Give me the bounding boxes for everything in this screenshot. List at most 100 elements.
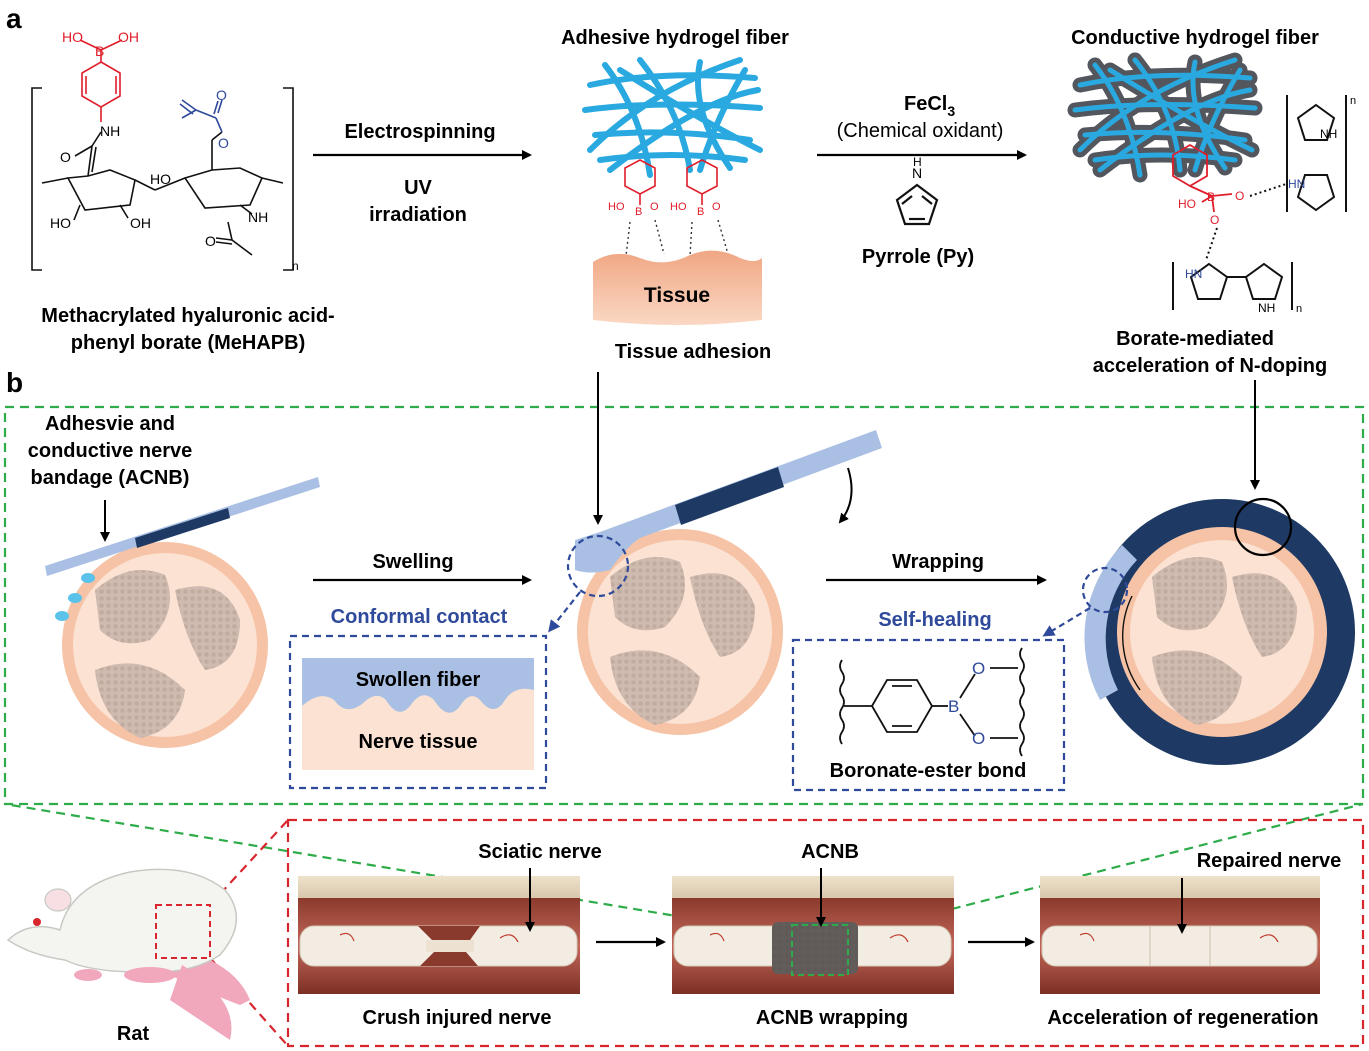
adhesive-fiber-mesh [582, 57, 763, 178]
conductive-borate-labels: HO B O O [1178, 189, 1244, 227]
nerve-cross-section-2 [577, 529, 783, 735]
boronate-ester-structure [839, 647, 1025, 757]
acnb-zoom-box [791, 924, 849, 976]
flat-bandage [45, 477, 320, 576]
atom-ho: HO [62, 29, 83, 45]
atom-ho-ring1: HO [50, 215, 71, 231]
atom-o-meth2: O [218, 135, 229, 151]
panel-a-letter: a [6, 3, 22, 34]
healing-zoom-pointer [1042, 607, 1091, 637]
pyrrole-structure [895, 183, 939, 226]
atom-o-meth1: O [216, 87, 227, 103]
tissue-block [593, 250, 762, 325]
mehapb-caption-line2: phenyl borate (MeHAPB) [71, 332, 305, 354]
adhesive-fiber-title: Adhesive hydrogel fiber [561, 27, 789, 49]
conformal-contact-label: Conformal contact [331, 606, 508, 628]
b-left: B [635, 206, 642, 218]
n-sub-bottom: n [1296, 303, 1302, 315]
sciatic-nerve-label: Sciatic nerve [478, 841, 601, 863]
contact-zoom-circle [566, 534, 630, 598]
ho-conductive: HO [1178, 197, 1196, 211]
panel-b-frame [3, 405, 1365, 806]
bond-o2: O [972, 729, 985, 748]
acnb-wrapping-label: ACNB wrapping [756, 1007, 908, 1029]
atom-o-acetyl: O [205, 233, 216, 249]
o-conductive-1: O [1235, 189, 1244, 203]
tissue-block-crush [298, 876, 580, 994]
mehapb-caption-line1: Methacrylated hyaluronic acid- [41, 305, 334, 327]
electrospinning-label: Electrospinning [344, 121, 495, 143]
ho-right: HO [670, 201, 687, 213]
swelling-label: Swelling [372, 551, 453, 573]
atom-oh-ring1: OH [130, 215, 151, 231]
nh-bottom: NH [1258, 301, 1275, 315]
pyrrole-h: H [913, 155, 922, 169]
mehapb-atom-labels: HO OH B NH O HO OH HO NH O O O n [50, 29, 299, 273]
rat-label: Rat [117, 1023, 150, 1045]
conductive-borate [1172, 143, 1233, 213]
curl-arrow [838, 467, 853, 524]
atom-ho-ring2: HO [150, 171, 171, 187]
hydrogen-bond-dashes [625, 219, 729, 257]
tissue-block-acnb [672, 876, 954, 994]
acnb-caption-line3: bandage (ACNB) [31, 467, 190, 489]
b-right: B [697, 206, 704, 218]
swollen-fiber-label: Swollen fiber [356, 669, 481, 691]
polypyrrole-bottom-labels: HN NH n [1185, 267, 1302, 315]
panel-c-frame [286, 818, 1365, 1048]
green-zoom-line-left [4, 802, 791, 937]
borate-caption-line2: acceleration of N-doping [1093, 355, 1327, 377]
tissue-block-repaired [1040, 876, 1320, 994]
hn-plus-right: HN [1288, 177, 1305, 191]
boronate-atom-labels: B O O [948, 659, 985, 748]
swollen-fiber-area [302, 658, 534, 713]
doping-bonds [1205, 183, 1287, 261]
polypyrrole-bottom [1172, 262, 1293, 310]
polypyrrole-right-labels: NH HN n [1288, 95, 1356, 191]
healing-zoom-circle [1081, 566, 1129, 614]
nerve-cross-section-3 [1084, 499, 1355, 765]
atom-n-subscript: n [292, 259, 299, 273]
atom-oh: OH [118, 29, 139, 45]
mehapb-structure [31, 39, 294, 271]
pyrrole-label: Pyrrole (Py) [862, 246, 974, 268]
bond-o1: O [972, 659, 985, 678]
swollen-bandage [575, 430, 882, 573]
acnb-label: ACNB [801, 841, 859, 863]
o-conductive-2: O [1210, 213, 1219, 227]
ho-left: HO [608, 201, 625, 213]
rat-illustration [6, 868, 250, 1040]
oxidant-desc: (Chemical oxidant) [837, 120, 1004, 142]
pyrrole-n: N [912, 165, 922, 181]
n-sub-right: n [1350, 95, 1356, 107]
acceleration-label: Acceleration of regeneration [1047, 1007, 1318, 1029]
b-conductive: B [1207, 190, 1215, 204]
tissue-adhesion-caption: Tissue adhesion [615, 341, 771, 363]
irradiation-label: irradiation [369, 204, 467, 226]
repaired-nerve-label: Repaired nerve [1197, 850, 1342, 872]
fecl3-label: FeCl3 [904, 93, 955, 119]
hn-plus-bottom: HN [1185, 267, 1202, 281]
doping-zoom-circle [1233, 497, 1293, 557]
self-healing-label: Self-healing [878, 609, 991, 631]
tissue-label: Tissue [644, 284, 710, 307]
nh-upper: NH [1320, 127, 1337, 141]
atom-nh-ring2: NH [248, 209, 268, 225]
contact-zoom-pointer [548, 591, 581, 633]
borate-caption-line1: Borate-mediated [1116, 328, 1274, 350]
uv-label: UV [404, 177, 432, 199]
green-zoom-line-right [849, 802, 1364, 937]
adhesive-borate-labels: HO B O HO B O [608, 201, 721, 218]
acnb-caption-line1: Adhesvie and [45, 413, 175, 435]
wrapping-label: Wrapping [892, 551, 984, 573]
nerve-cross-section-1 [62, 542, 268, 748]
borate-anchors [624, 159, 718, 205]
conductive-fiber-mesh-core [1072, 57, 1258, 178]
nerve-tissue-label: Nerve tissue [359, 731, 478, 753]
polypyrrole-right [1286, 95, 1347, 212]
boronate-bond-label: Boronate-ester bond [830, 760, 1027, 782]
self-healing-inset [791, 638, 1066, 792]
o-right: O [712, 201, 721, 213]
atom-o-amide: O [60, 149, 71, 165]
